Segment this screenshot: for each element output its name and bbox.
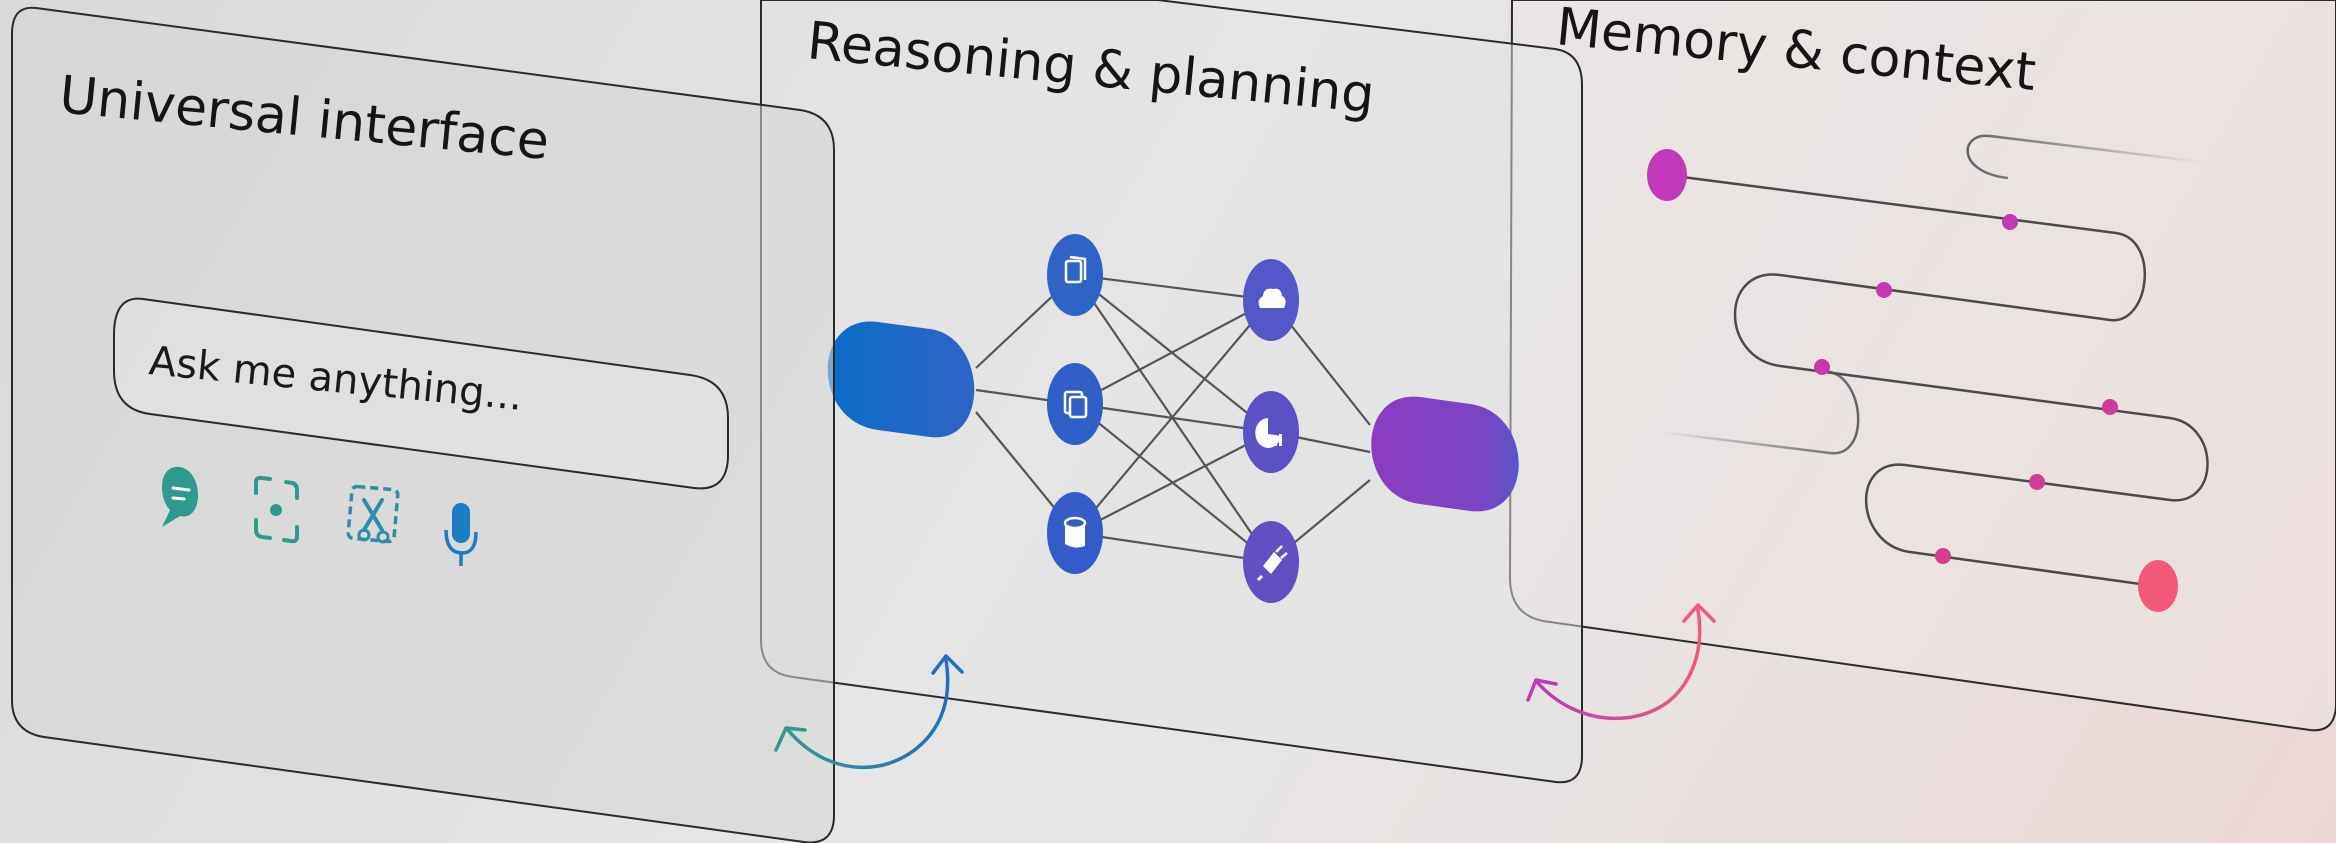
memory-thread-tail [1966,134,2203,180]
universal-interface-panel: Universal interface Ask me anything... [11,6,835,843]
memory-thread-line [1666,173,2209,589]
report-chart-icon [1243,391,1299,473]
screenshot-snip-icon[interactable] [346,484,400,544]
documents-icon [1047,234,1103,316]
memory-start-node [1647,149,1687,201]
scan-icon[interactable] [254,475,299,544]
microphone-icon[interactable] [444,503,478,566]
reasoning-planning-panel: Reasoning & planning [760,0,1583,784]
memory-point [2002,214,2018,230]
database-icon [1047,492,1103,574]
network-connections [975,273,1371,564]
reasoning-to-memory-arrow [1526,603,1716,721]
input-node [827,321,975,438]
memory-point [1814,359,1830,375]
memory-thread-lead [1659,368,1860,455]
chat-bubble-icon[interactable] [161,466,198,527]
output-node [1371,396,1519,512]
memory-point [2029,474,2045,490]
memory-point [1876,282,1892,298]
layers-icon [1047,363,1103,445]
memory-end-node [2138,560,2178,612]
memory-point [1935,548,1951,564]
memory-point [2102,399,2118,415]
interface-to-reasoning-arrow [774,654,964,770]
search-input[interactable]: Ask me anything... [113,297,729,490]
cloud-icon [1243,259,1299,341]
plugin-icon [1243,521,1299,603]
memory-context-panel: Memory & context [1508,0,2336,732]
